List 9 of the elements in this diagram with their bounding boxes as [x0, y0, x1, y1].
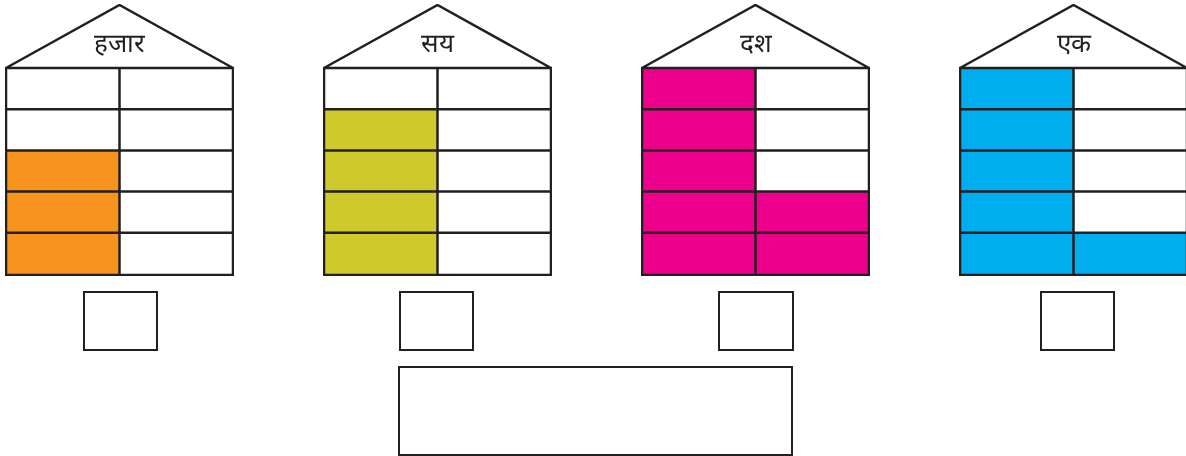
place-value-heading: हजार: [94, 28, 145, 58]
answer-box: [398, 366, 793, 456]
answer-box: [1040, 291, 1115, 351]
place-value-heading: दश: [739, 28, 772, 58]
answer-box: [718, 291, 794, 351]
answer-box: [399, 291, 474, 351]
place-value-heading: एक: [1056, 28, 1091, 58]
place-value-heading: सय: [421, 28, 454, 58]
answer-box: [83, 291, 158, 351]
